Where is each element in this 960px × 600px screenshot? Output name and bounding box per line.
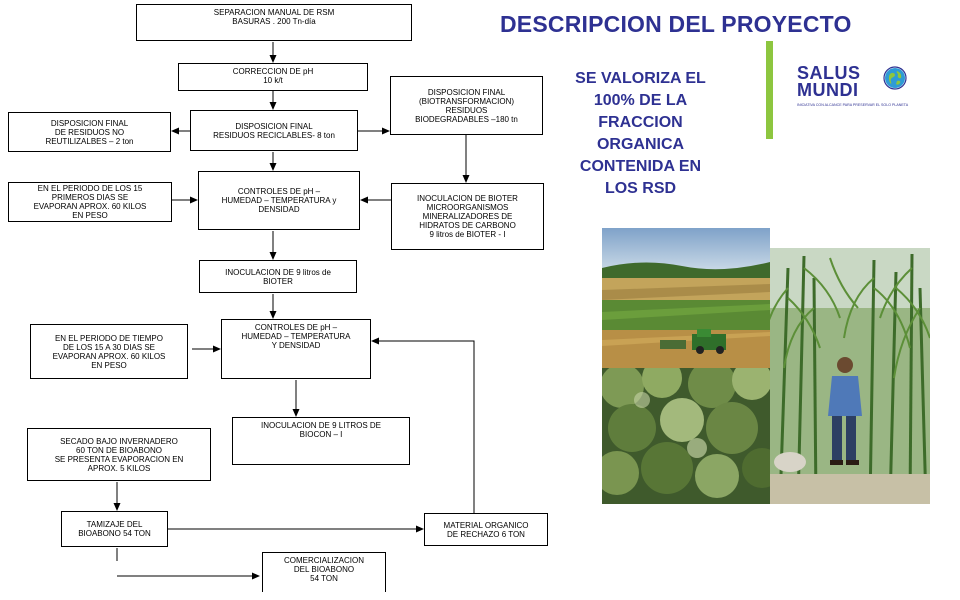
valorization-claim: SE VALORIZA EL 100% DE LA FRACCION ORGAN… (575, 70, 706, 197)
accent-bar (766, 41, 773, 139)
sieving-box: TAMIZAJE DEL BIOABONO 54 TON (61, 511, 168, 547)
farm-field-photo (602, 228, 770, 368)
biodegradables-box: DISPOSICION FINAL (BIOTRANSFORMACION) RE… (390, 76, 543, 135)
controls-1-box: CONTROLES DE pH – HUMEDAD – TEMPERATURA … (198, 171, 360, 230)
days-15-30-box: EN EL PERIODO DE TIEMPO DE LOS 15 A 30 D… (30, 324, 188, 379)
ph-correction-box: CORRECCION DE pH 10 k/t (178, 63, 368, 91)
reject-material-box: MATERIAL ORGANICO DE RECHAZO 6 TON (424, 513, 548, 546)
non-reusable-box: DISPOSICION FINAL DE RESIDUOS NO REUTILI… (8, 112, 171, 152)
page-title: DESCRIPCION DEL PROYECTO (500, 11, 852, 37)
salus-mundi-logo: SALUS MUNDI INICIATIVA CON ALCANCE PARA … (793, 64, 923, 114)
biocon-inoculation-box: INOCULACION DE 9 LITROS DE BIOCON – I (232, 417, 410, 465)
commercialization-box: COMERCIALIZACION DEL BIOABONO 54 TON (262, 552, 386, 592)
forest-canopy-photo (602, 368, 770, 504)
controls-2-box: CONTROLES DE pH – HUMEDAD – TEMPERATURA … (221, 319, 371, 379)
logo-tagline: INICIATIVA CON ALCANCE PARA PRESERVAR EL… (797, 103, 909, 107)
arrow-reject-to-controls2 (371, 337, 475, 514)
bioter-inoculation-1-box: INOCULACION DE BIOTER MICROORGANISMOS MI… (391, 183, 544, 250)
globe-icon (883, 66, 907, 90)
separation-box: SEPARACION MANUAL DE RSM BASURAS . 200 T… (136, 4, 412, 41)
greenhouse-drying-box: SECADO BAJO INVERNADERO 60 TON DE BIOABO… (27, 428, 211, 481)
sugarcane-field-photo (770, 248, 930, 504)
logo-word-salus: SALUS (797, 63, 861, 83)
first-15-days-box: EN EL PERIODO DE LOS 15 PRIMEROS DIAS SE… (8, 182, 172, 222)
recyclables-box: DISPOSICION FINAL RESIDUOS RECICLABLES- … (190, 110, 358, 151)
bioter-inoculation-2-box: INOCULACION DE 9 litros de BIOTER (199, 260, 357, 293)
logo-word-mundi: MUNDI (797, 80, 859, 100)
